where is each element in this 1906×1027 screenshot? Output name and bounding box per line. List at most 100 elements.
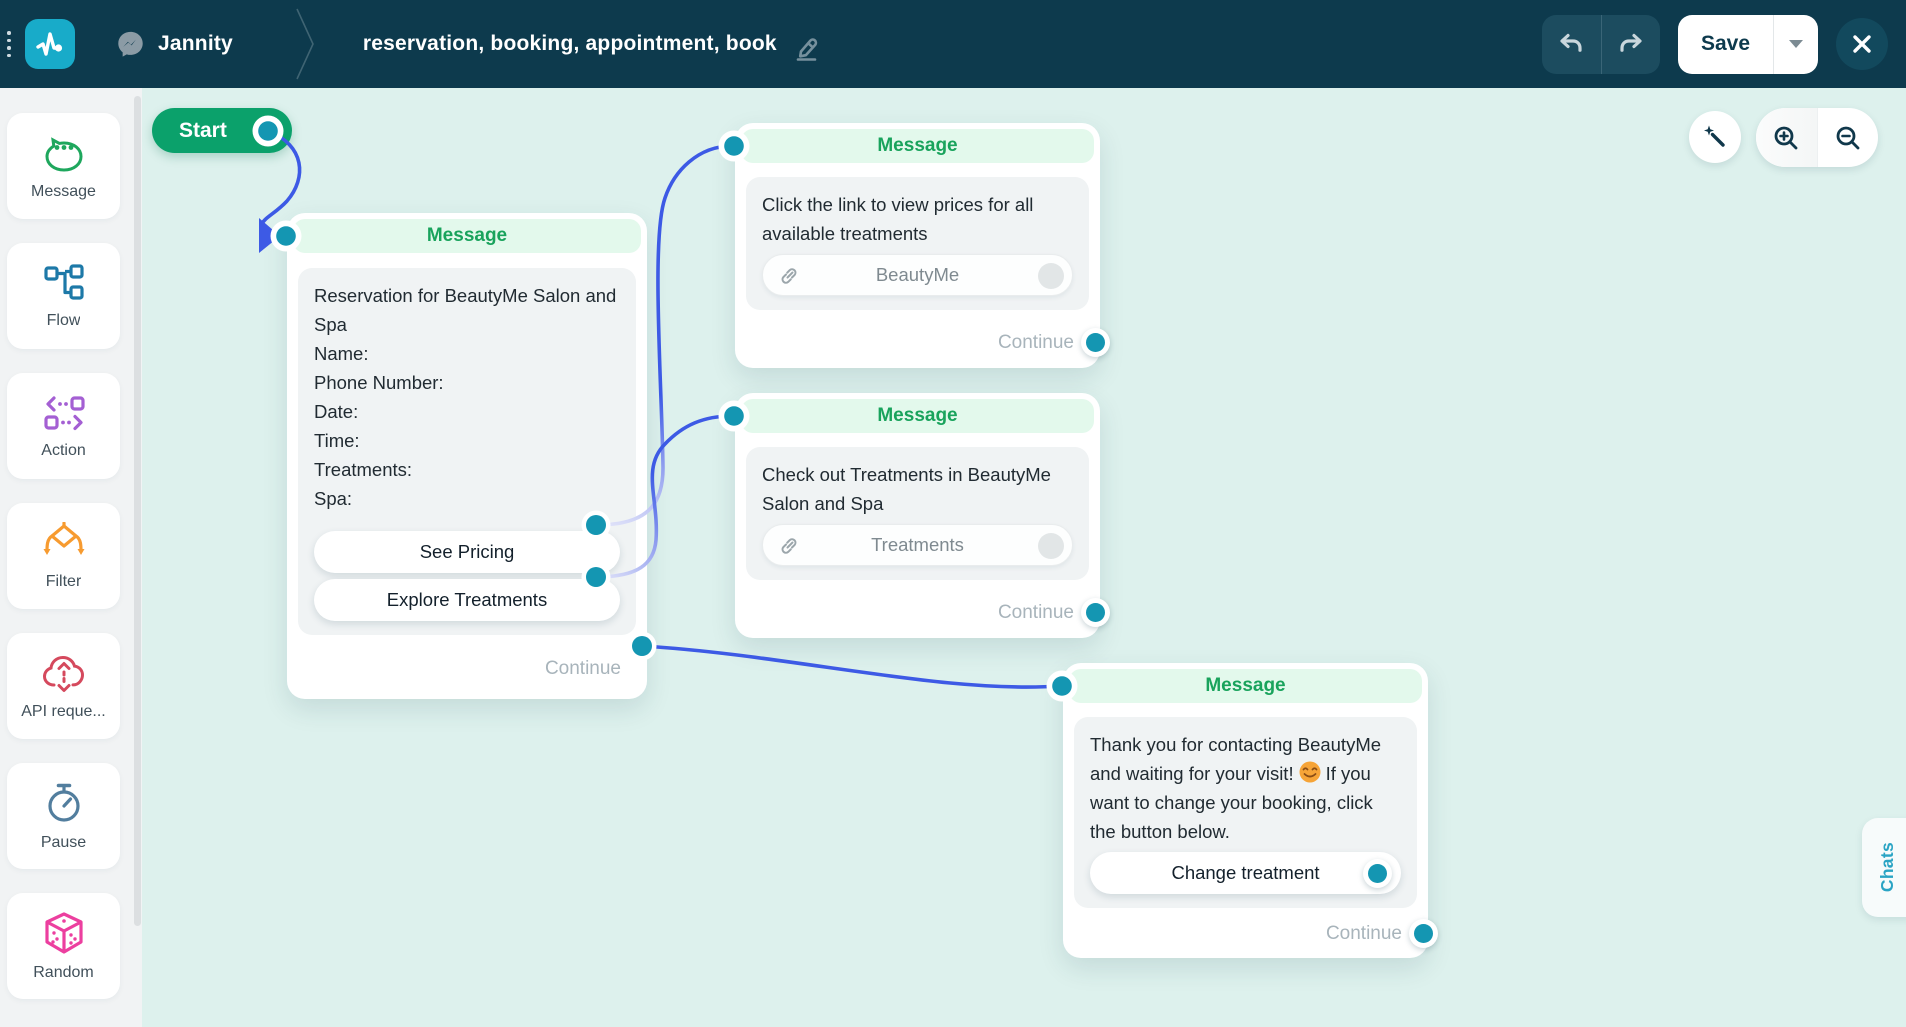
- flow-title: reservation, booking, appointment, book: [362, 32, 777, 55]
- smiling-emoji: [1298, 760, 1322, 784]
- quick-reply-button-change-treatment[interactable]: Change treatment: [1090, 852, 1401, 894]
- message-content: Click the link to view prices for all av…: [746, 177, 1089, 310]
- node-title: Message: [877, 405, 958, 426]
- continue-row: Continue: [1063, 914, 1438, 954]
- message-content: Check out Treatments in BeautyMe Salon a…: [746, 447, 1089, 580]
- save-divider: [1773, 14, 1774, 74]
- random-icon: [44, 911, 83, 954]
- link-output-port-disabled: [1038, 533, 1064, 559]
- close-button[interactable]: [1836, 18, 1888, 70]
- sidebar-item-label: Action: [41, 441, 86, 459]
- quick-reply-button-see-pricing[interactable]: See Pricing: [314, 531, 620, 573]
- message-icon: [44, 136, 83, 172]
- continue-row: Continue: [735, 323, 1110, 363]
- connection-arrowhead: [259, 218, 280, 253]
- connection-continue-to-node4[interactable]: [640, 644, 1062, 689]
- chats-tab[interactable]: Chats: [1862, 818, 1906, 917]
- sidebar-item-random[interactable]: Random: [7, 893, 120, 999]
- start-node[interactable]: Start: [152, 108, 292, 153]
- continue-label: Continue: [997, 332, 1074, 353]
- flow-icon: [43, 263, 84, 300]
- node-palette-sidebar: Message Flow Action Filte: [0, 88, 142, 1027]
- continue-label: Continue: [1325, 923, 1402, 944]
- zoom-controls: [1756, 108, 1878, 167]
- sidebar-scrollbar[interactable]: [134, 96, 141, 926]
- node-header[interactable]: Message: [741, 399, 1094, 433]
- continue-output-port[interactable]: [1081, 598, 1110, 627]
- flow-node-message-3[interactable]: Message Check out Treatments in BeautyMe…: [735, 393, 1110, 638]
- flow-canvas[interactable]: Start Message Reservation for BeautyMe S…: [142, 88, 1906, 1027]
- magic-wand-button[interactable]: [1689, 111, 1741, 163]
- chevron-down-icon: [1789, 40, 1803, 48]
- sidebar-item-label: Random: [33, 963, 94, 981]
- filter-icon: [43, 521, 84, 555]
- message-text: Thank you for contacting BeautyMe and wa…: [1090, 734, 1382, 842]
- zoom-out-icon: [1836, 126, 1860, 149]
- flow-node-message-2[interactable]: Message Click the link to view prices fo…: [735, 123, 1110, 368]
- message-text: Click the link to view prices for all av…: [762, 194, 1034, 244]
- quick-reply-button-explore-treatments[interactable]: Explore Treatments: [314, 579, 620, 621]
- pulse-logo-icon: [36, 32, 63, 56]
- save-split-button: Save: [1678, 14, 1818, 74]
- sidebar-item-action[interactable]: Action: [7, 373, 120, 479]
- edit-title-icon[interactable]: [793, 32, 823, 62]
- link-icon: [781, 538, 797, 554]
- message-content: Reservation for BeautyMe Salon and Spa N…: [298, 268, 636, 635]
- save-dropdown-button[interactable]: [1774, 40, 1818, 48]
- continue-output-port[interactable]: [1409, 919, 1438, 948]
- sidebar-item-pause[interactable]: Pause: [7, 763, 120, 869]
- redo-icon: [1620, 33, 1642, 52]
- redo-button[interactable]: [1602, 15, 1661, 74]
- node-header[interactable]: Message: [1069, 669, 1422, 703]
- pause-icon: [47, 783, 80, 822]
- continue-row: Continue: [735, 593, 1110, 633]
- node-title: Message: [426, 225, 508, 246]
- node-header[interactable]: Message: [293, 219, 641, 253]
- undo-button[interactable]: [1542, 14, 1602, 74]
- action-icon: [43, 395, 85, 430]
- continue-label: Continue: [544, 658, 621, 679]
- sidebar-item-message[interactable]: Message: [7, 113, 120, 219]
- sidebar-item-filter[interactable]: Filter: [7, 503, 120, 609]
- topbar: Jannity reservation, booking, appointmen…: [0, 0, 1906, 88]
- save-button[interactable]: Save: [1700, 32, 1751, 55]
- app-logo: [25, 19, 75, 69]
- node-title: Message: [1205, 675, 1286, 696]
- sidebar-item-label: API reque...: [21, 702, 106, 720]
- message-content: Thank you for contacting BeautyMe and wa…: [1074, 717, 1417, 908]
- sidebar-item-flow[interactable]: Flow: [7, 243, 120, 349]
- magic-wand-icon: [1704, 125, 1725, 147]
- zoom-in-button[interactable]: [1756, 108, 1818, 167]
- menu-dots-icon[interactable]: [7, 31, 13, 57]
- bot-name: Jannity: [158, 32, 233, 55]
- url-button-beautyme[interactable]: BeautyMe: [762, 254, 1073, 296]
- sidebar-item-label: Flow: [46, 311, 81, 329]
- zoom-in-icon: [1774, 126, 1798, 149]
- continue-label: Continue: [997, 602, 1074, 623]
- close-icon: [1853, 35, 1871, 53]
- continue-output-port[interactable]: [1081, 328, 1110, 357]
- node-header[interactable]: Message: [741, 129, 1094, 163]
- history-controls: [1542, 14, 1661, 74]
- sidebar-item-label: Filter: [45, 572, 82, 590]
- breadcrumb-chevron: [296, 8, 314, 80]
- messenger-icon: [118, 31, 143, 57]
- link-icon: [781, 268, 797, 284]
- node-title: Message: [877, 135, 958, 156]
- flow-node-message-1[interactable]: Message Reservation for BeautyMe Salon a…: [287, 213, 647, 699]
- link-output-port-disabled: [1038, 263, 1064, 289]
- message-text: Check out Treatments in BeautyMe Salon a…: [762, 464, 1051, 514]
- continue-row: Continue: [287, 649, 647, 689]
- button-output-port[interactable]: [1363, 858, 1392, 888]
- message-text: Reservation for BeautyMe Salon and Spa N…: [314, 285, 617, 509]
- sidebar-item-label: Message: [31, 182, 96, 200]
- flow-node-message-4[interactable]: Message Thank you for contacting BeautyM…: [1063, 663, 1438, 958]
- sidebar-item-label: Pause: [40, 833, 87, 851]
- sidebar-item-api-request[interactable]: API reque...: [7, 633, 120, 739]
- start-label: Start: [179, 118, 227, 142]
- chats-label: Chats: [1876, 842, 1897, 893]
- undo-icon: [1560, 33, 1582, 52]
- zoom-out-button[interactable]: [1818, 108, 1879, 167]
- url-button-treatments[interactable]: Treatments: [762, 524, 1073, 566]
- api-request-icon: [42, 655, 84, 692]
